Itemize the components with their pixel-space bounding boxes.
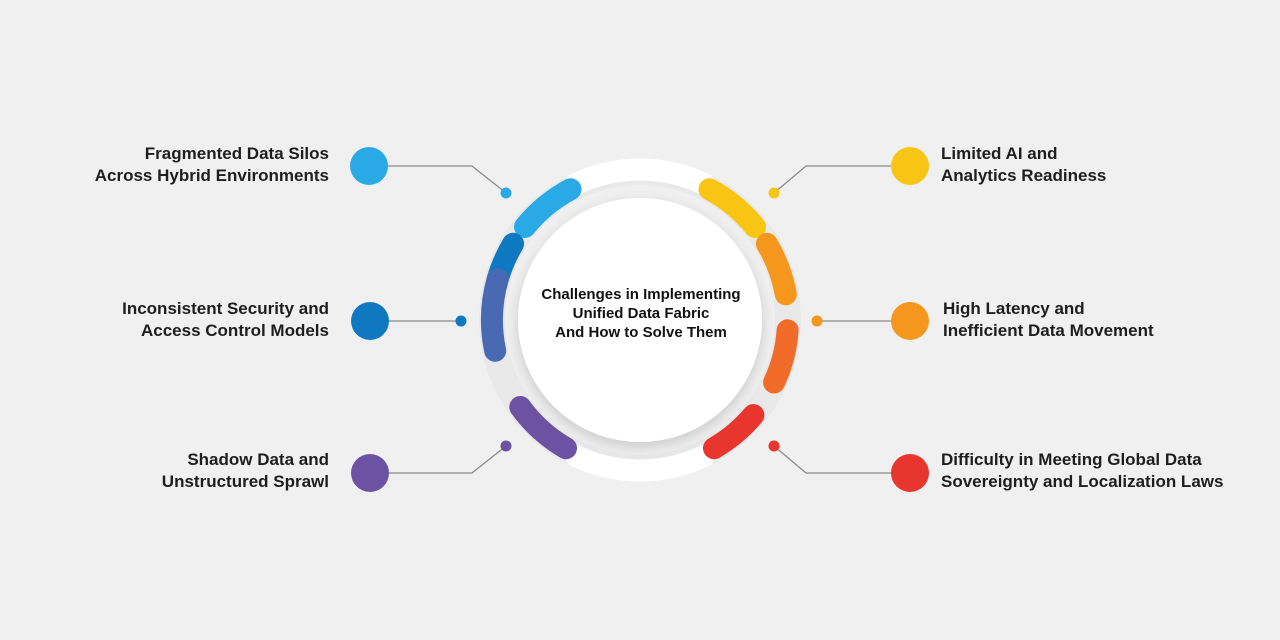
challenge-label-1-line-1: Fragmented Data Silos: [144, 144, 329, 163]
diagram-title: Challenges in Implementing Unified Data …: [516, 285, 766, 342]
ring-segment-7: [763, 319, 799, 394]
marker-circle-3: [351, 454, 389, 492]
challenge-label-3-line-1: Shadow Data and: [187, 450, 329, 469]
challenge-label-1: Fragmented Data Silos Across Hybrid Envi…: [29, 143, 329, 187]
connector-line-6: [773, 445, 891, 474]
challenge-label-3: Shadow Data and Unstructured Sprawl: [29, 449, 329, 493]
connector-line-3: [389, 445, 507, 474]
anchor-dot-1: [500, 187, 512, 199]
challenge-label-6: Difficulty in Meeting Global Data Sovere…: [941, 449, 1241, 493]
challenge-label-4: Limited AI and Analytics Readiness: [941, 143, 1241, 187]
challenge-label-4-line-2: Analytics Readiness: [941, 166, 1107, 185]
anchor-dot-3: [500, 440, 512, 452]
challenge-label-6-line-2: Sovereignty and Localization Laws: [941, 472, 1224, 491]
ring-segment-6: [755, 232, 797, 306]
title-line-3: And How to Solve Them: [555, 324, 727, 341]
ring-segment-3: [481, 268, 509, 362]
challenge-label-2: Inconsistent Security and Access Control…: [29, 298, 329, 342]
challenge-label-3-line-2: Unstructured Sprawl: [161, 472, 329, 491]
marker-circle-6: [891, 454, 929, 492]
challenge-label-2-line-1: Inconsistent Security and: [122, 299, 329, 318]
challenge-label-5-line-2: Inefficient Data Movement: [943, 321, 1154, 340]
challenge-label-5: High Latency and Inefficient Data Moveme…: [943, 298, 1243, 342]
marker-circle-2: [351, 302, 389, 340]
ring-segment-4: [509, 396, 577, 460]
anchor-dot-6: [768, 440, 780, 452]
challenge-label-4-line-1: Limited AI and: [941, 144, 1058, 163]
marker-circle-1: [350, 147, 388, 185]
ring-segments: [481, 178, 799, 460]
ring-segment-1: [514, 178, 582, 238]
ring-top-arc: [565, 158, 715, 195]
challenge-label-5-line-1: High Latency and: [943, 299, 1085, 318]
challenge-label-1-line-2: Across Hybrid Environments: [94, 166, 329, 185]
title-line-2: Unified Data Fabric: [572, 305, 710, 322]
connector-line-4: [773, 165, 891, 194]
anchor-dot-2: [455, 315, 467, 327]
ring-segment-5: [698, 178, 766, 238]
title-line-1: Challenges in Implementing: [541, 286, 741, 303]
challenge-label-6-line-1: Difficulty in Meeting Global Data: [941, 450, 1202, 469]
anchor-dot-4: [768, 187, 780, 199]
connector-line-1: [388, 165, 507, 194]
ring-segment-8: [703, 404, 765, 460]
marker-circle-4: [891, 147, 929, 185]
ring-bottom-arc: [565, 445, 715, 482]
center-disc: [518, 198, 762, 442]
challenge-label-2-line-2: Access Control Models: [141, 321, 329, 340]
anchor-dot-5: [811, 315, 823, 327]
marker-circle-5: [891, 302, 929, 340]
